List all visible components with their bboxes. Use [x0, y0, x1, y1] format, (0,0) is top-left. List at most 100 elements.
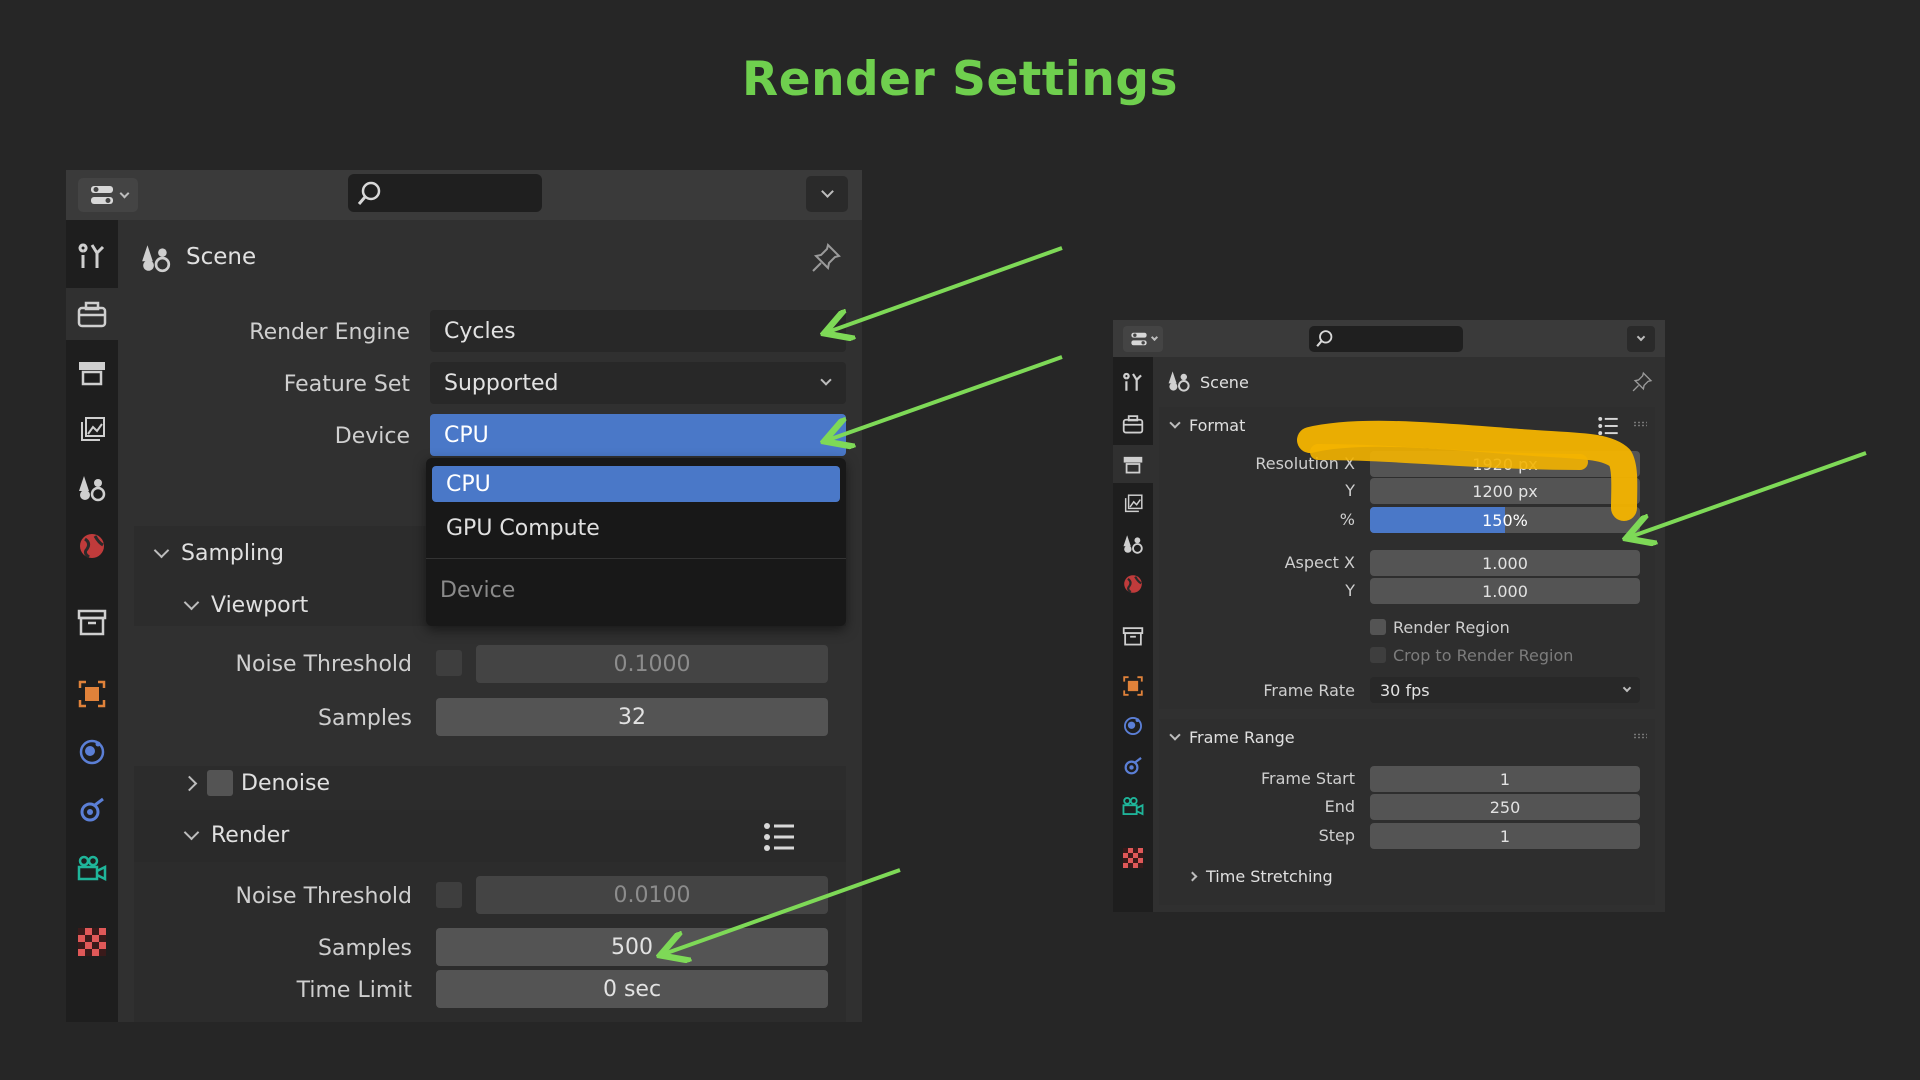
tab-physics[interactable] — [66, 726, 118, 778]
tab-object[interactable] — [1113, 667, 1153, 705]
menu-divider — [426, 558, 846, 559]
tab-scene[interactable] — [66, 462, 118, 514]
context-header: Scene — [186, 244, 257, 270]
time-limit-field[interactable]: 0 sec — [436, 970, 828, 1008]
frame-rate-value: 30 fps — [1380, 680, 1430, 700]
denoise-checkbox[interactable] — [207, 770, 233, 796]
tab-collection[interactable] — [66, 596, 118, 648]
viewport-noise-threshold-field[interactable]: 0.1000 — [476, 645, 828, 683]
presets-list-icon[interactable] — [1597, 415, 1619, 437]
tab-view-layer[interactable] — [1113, 485, 1153, 523]
resolution-y-field[interactable]: 1200 px — [1370, 478, 1640, 504]
tab-collection[interactable] — [1113, 617, 1153, 655]
world-icon — [1124, 575, 1142, 593]
collection-box-icon — [1122, 627, 1144, 646]
tab-constraints[interactable] — [66, 784, 118, 836]
options-dropdown-button[interactable] — [1627, 326, 1655, 352]
time-stretching-subheader[interactable]: Time Stretching — [1187, 864, 1333, 888]
chevron-down-icon — [119, 188, 129, 198]
chevron-right-icon — [1187, 871, 1198, 881]
device-select[interactable]: CPU — [430, 414, 846, 456]
format-header[interactable]: Format — [1167, 413, 1245, 437]
render-noise-threshold-field[interactable]: 0.0100 — [476, 876, 828, 914]
tab-tool[interactable] — [66, 230, 118, 282]
device-dropdown-menu: CPU GPU Compute Device — [426, 458, 846, 626]
collection-box-icon — [77, 609, 107, 636]
aspect-y-field[interactable]: 1.000 — [1370, 578, 1640, 604]
viewport-subheader[interactable]: Viewport — [178, 590, 308, 620]
feature-set-label: Feature Set — [283, 372, 410, 397]
viewport-noise-threshold-checkbox[interactable] — [436, 650, 462, 676]
tab-render[interactable] — [1113, 405, 1153, 443]
pin-icon[interactable] — [810, 242, 842, 274]
tab-constraints[interactable] — [1113, 747, 1153, 785]
tab-output[interactable] — [66, 346, 118, 398]
search-icon — [1316, 330, 1333, 347]
tab-world[interactable] — [66, 520, 118, 572]
editor-type-button[interactable] — [1123, 326, 1163, 352]
scene-icon — [1168, 371, 1190, 392]
tab-object[interactable] — [66, 668, 118, 720]
tab-data[interactable] — [66, 842, 118, 894]
frame-step-field[interactable]: 1 — [1370, 823, 1640, 849]
frame-rate-label: Frame Rate — [1263, 681, 1355, 700]
drag-grip[interactable] — [1633, 421, 1647, 427]
tab-texture[interactable] — [1113, 839, 1153, 877]
resolution-percent-slider[interactable]: 150% — [1370, 507, 1640, 533]
frame-range-header[interactable]: Frame Range — [1167, 725, 1295, 749]
search-input[interactable] — [1309, 326, 1463, 352]
drag-grip[interactable] — [1633, 733, 1647, 739]
render-samples-field[interactable]: 500 — [436, 928, 828, 966]
chevron-down-icon — [820, 374, 832, 386]
constraint-icon — [1124, 757, 1142, 775]
crop-region-checkbox[interactable] — [1370, 647, 1386, 663]
render-title: Render — [211, 822, 290, 848]
resolution-x-field[interactable]: 1920 px — [1370, 451, 1640, 477]
device-option-gpu-compute[interactable]: GPU Compute — [446, 515, 600, 541]
editor-type-icon — [1130, 332, 1147, 346]
printer-icon — [1123, 456, 1143, 474]
arrow-annotation — [1630, 451, 1867, 537]
sampling-title: Sampling — [181, 540, 284, 566]
frame-rate-select[interactable]: 30 fps — [1370, 677, 1640, 703]
render-subheader[interactable]: Render — [178, 820, 289, 850]
resolution-percent-value: 150% — [1482, 510, 1528, 530]
feature-set-select[interactable]: Supported — [430, 362, 846, 404]
device-label: Device — [334, 424, 410, 449]
aspect-x-label: Aspect X — [1284, 553, 1355, 572]
viewport-samples-field[interactable]: 32 — [436, 698, 828, 736]
aspect-y-label: Y — [1345, 581, 1355, 600]
tab-output[interactable] — [1113, 445, 1153, 483]
render-subheader-bg — [134, 810, 846, 862]
time-limit-label: Time Limit — [296, 978, 412, 1003]
tab-view-layer[interactable] — [66, 404, 118, 456]
tab-world[interactable] — [1113, 565, 1153, 603]
render-noise-threshold-checkbox[interactable] — [436, 882, 462, 908]
render-engine-select[interactable]: Cycles — [430, 310, 846, 352]
tool-icon — [1123, 372, 1142, 391]
tab-data[interactable] — [1113, 787, 1153, 825]
pin-icon[interactable] — [1631, 371, 1653, 393]
frame-start-field[interactable]: 1 — [1370, 766, 1640, 792]
tab-physics[interactable] — [1113, 707, 1153, 745]
frame-start-label: Frame Start — [1260, 769, 1355, 788]
device-value: CPU — [444, 422, 489, 448]
device-option-cpu[interactable]: CPU — [432, 466, 840, 502]
frame-end-field[interactable]: 250 — [1370, 794, 1640, 820]
camera-back-icon — [1122, 415, 1144, 434]
arrow-annotation — [828, 355, 1063, 440]
editor-type-button[interactable] — [78, 178, 138, 212]
tab-texture[interactable] — [66, 916, 118, 968]
denoise-subheader[interactable]: Denoise — [178, 768, 330, 798]
constraint-icon — [80, 797, 104, 822]
search-input[interactable] — [348, 174, 542, 212]
render-region-checkbox[interactable] — [1370, 619, 1386, 635]
options-dropdown-button[interactable] — [806, 176, 848, 212]
tab-render[interactable] — [66, 288, 118, 340]
aspect-x-field[interactable]: 1.000 — [1370, 550, 1640, 576]
sampling-header[interactable]: Sampling — [148, 538, 284, 568]
time-stretching-label: Time Stretching — [1206, 866, 1333, 886]
tab-tool[interactable] — [1113, 363, 1153, 401]
tab-scene[interactable] — [1113, 525, 1153, 563]
presets-list-icon[interactable] — [762, 820, 796, 854]
